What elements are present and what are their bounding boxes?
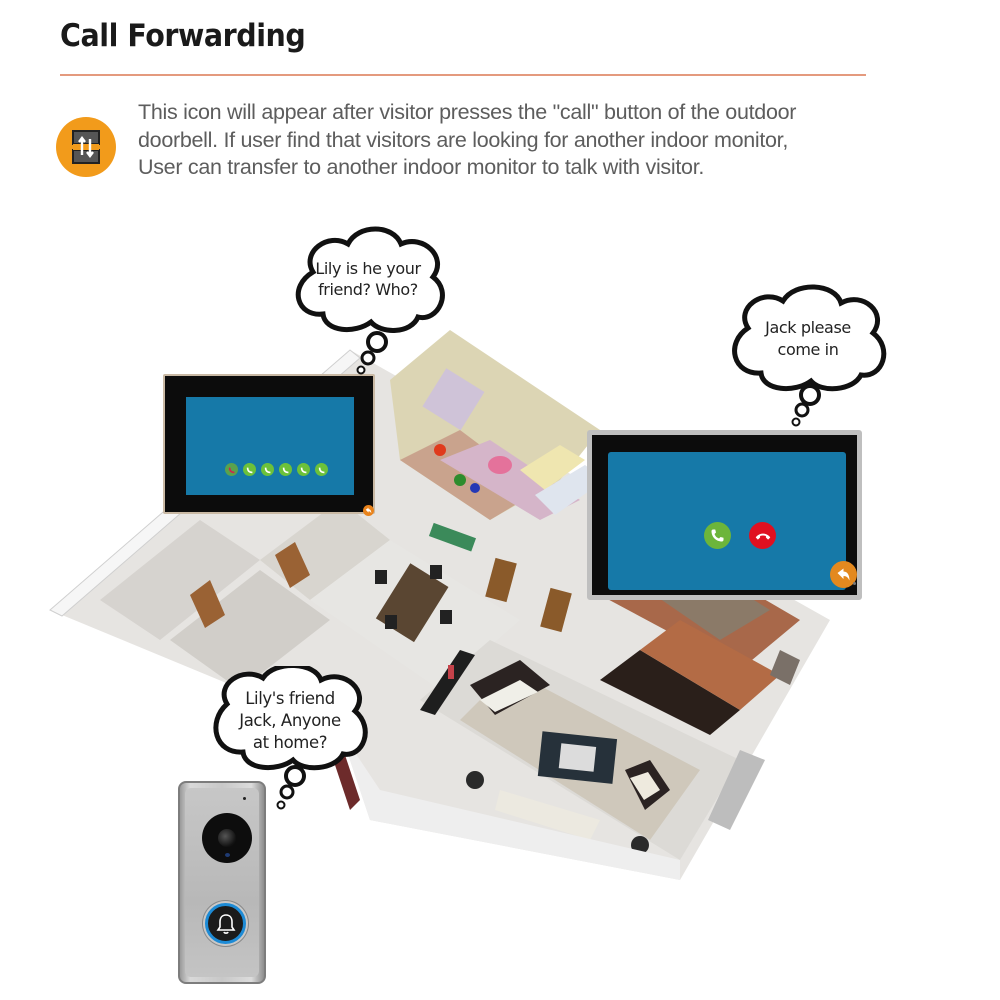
phone-icon <box>711 529 724 542</box>
microphone-hole <box>243 797 246 800</box>
bubble-text-line: come in <box>777 340 839 359</box>
thought-bubble-left-monitor: Lily is he your friend? Who? <box>283 222 453 382</box>
description-line: This icon will appear after visitor pres… <box>138 100 797 124</box>
call-forward-icon <box>56 117 116 177</box>
status-led <box>853 582 856 585</box>
bell-icon <box>216 913 235 934</box>
doorbell-faceplate <box>185 788 259 977</box>
bubble-text-line: Lily's friend <box>245 689 335 708</box>
feature-description: This icon will appear after visitor pres… <box>138 99 878 182</box>
forward-target-monitor-3[interactable] <box>279 463 292 476</box>
forward-target-monitor-2[interactable] <box>261 463 274 476</box>
description-line: User can transfer to another indoor moni… <box>138 155 705 179</box>
outdoor-doorbell <box>178 781 266 984</box>
indoor-monitor-right <box>587 430 862 600</box>
monitor-right-screen <box>608 452 857 590</box>
bubble-text-line: at home? <box>252 733 328 752</box>
camera-lens <box>218 829 236 847</box>
bubble-text-line: Jack please <box>765 318 851 337</box>
page-title: Call Forwarding <box>60 18 306 54</box>
accept-call-button[interactable] <box>704 522 731 549</box>
hang-up-icon <box>755 533 770 540</box>
house-floorplan-illustration <box>40 320 840 880</box>
bubble-text-line: Lily is he your <box>315 259 421 278</box>
thought-bubble-doorbell: Lily's friend Jack, Anyone at home? <box>205 666 375 816</box>
phone-forward-icon[interactable] <box>225 463 238 476</box>
thought-bubble-right-monitor: Jack please come in <box>723 283 893 428</box>
bubble-text-line: Jack, Anyone <box>239 711 341 730</box>
back-arrow-icon <box>837 568 850 581</box>
forward-target-monitor-1[interactable] <box>243 463 256 476</box>
back-button[interactable] <box>363 505 374 516</box>
bubble-text-line: friend? Who? <box>318 280 418 299</box>
reject-call-button[interactable] <box>749 522 776 549</box>
monitor-left-screen <box>186 397 374 516</box>
forward-target-monitor-4[interactable] <box>297 463 310 476</box>
indoor-monitor-left <box>163 374 375 516</box>
title-divider <box>60 74 866 76</box>
call-button[interactable] <box>205 903 246 944</box>
camera-icon <box>202 813 252 863</box>
description-line: doorbell. If user find that visitors are… <box>138 127 789 152</box>
back-button[interactable] <box>830 561 857 588</box>
ir-sensor <box>225 853 230 857</box>
forward-target-monitor-5[interactable] <box>315 463 328 476</box>
